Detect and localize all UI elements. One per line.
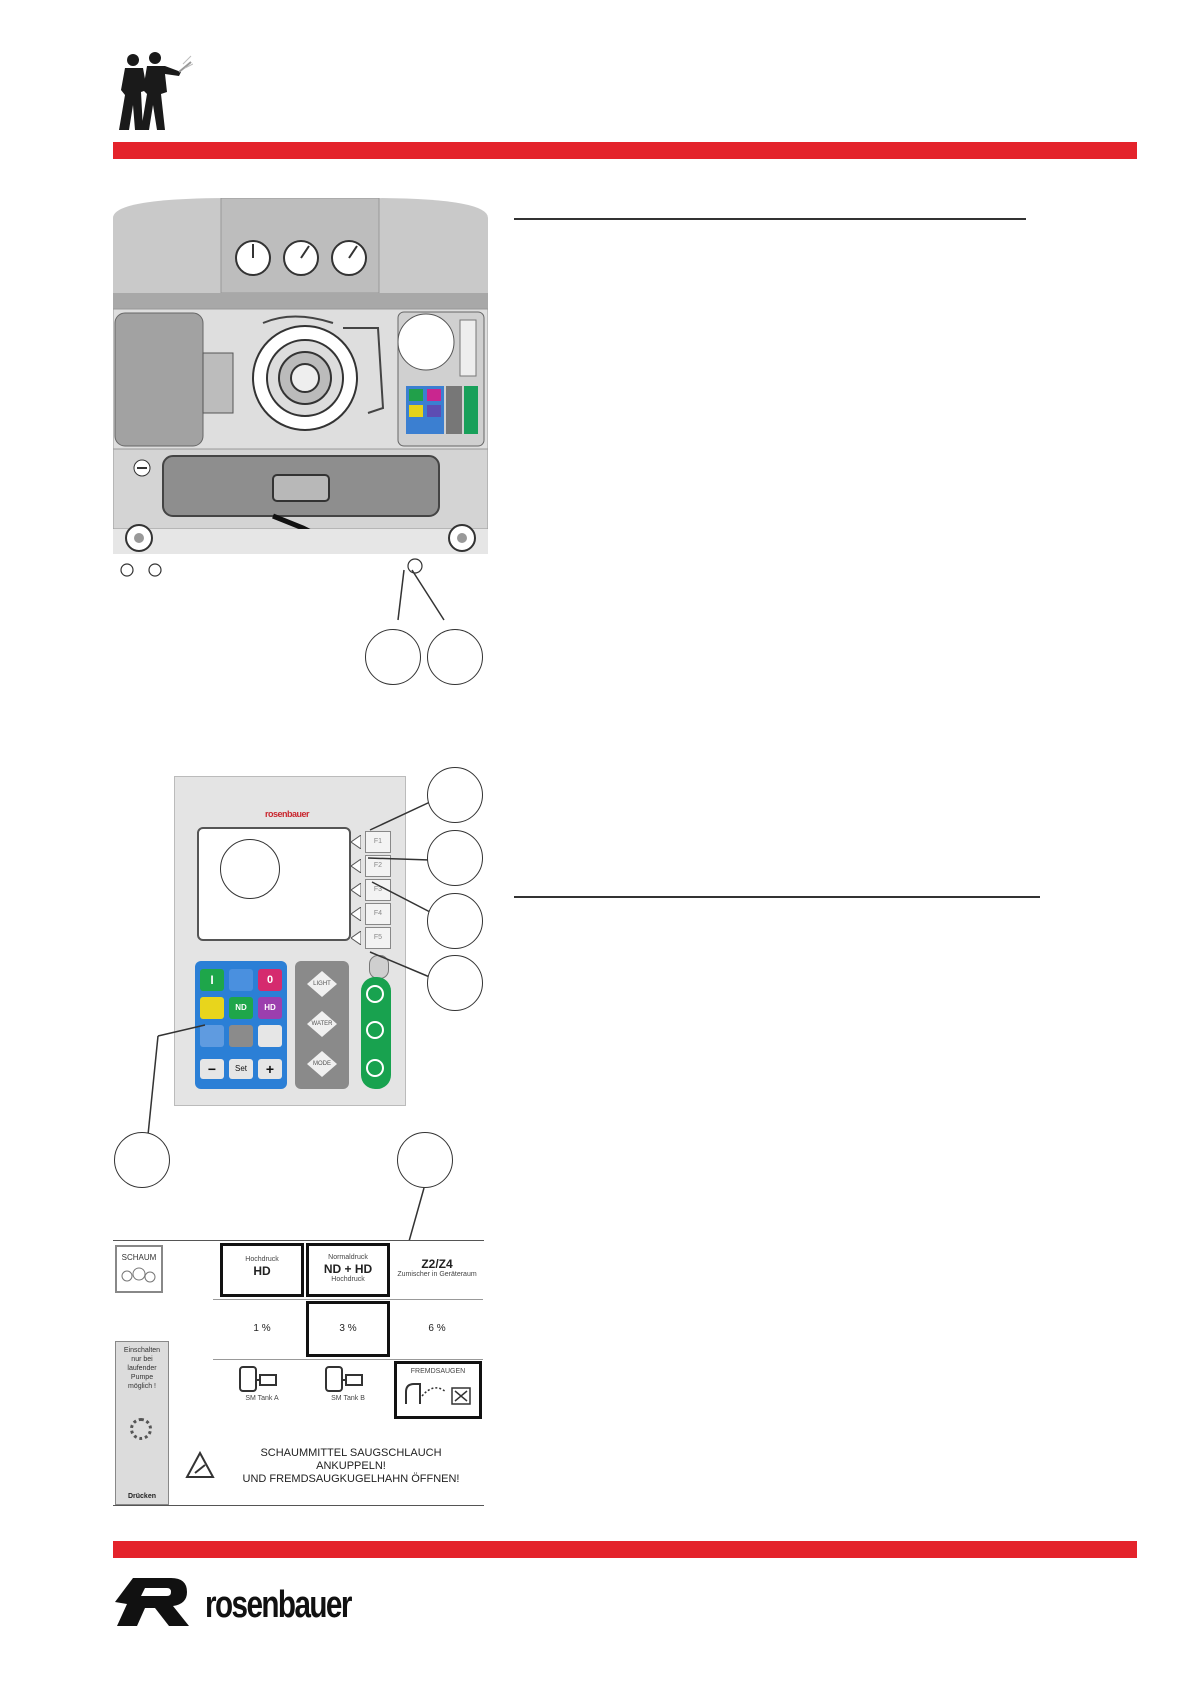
mode-z2z4-button[interactable]: Z2/Z4 Zumischer in Geräteraum <box>397 1257 477 1278</box>
side-note: Einschalten nur bei laufender Pumpe mögl… <box>123 1347 161 1390</box>
external-suction-button[interactable]: FREMDSAUGEN <box>394 1361 482 1419</box>
panel-callout-f3 <box>427 893 483 949</box>
side-key-arrow-2 <box>351 859 361 873</box>
rate-6pct-button[interactable]: 6 % <box>428 1323 446 1334</box>
panel-callout-lines <box>147 801 433 1136</box>
foam-screen: SCHAUM Einschalten nur bei laufender Pum… <box>113 1240 484 1506</box>
tank-b-button[interactable]: SM Tank B <box>306 1361 390 1417</box>
panel-callout-foam <box>114 1132 170 1188</box>
foam-key-minus[interactable]: − <box>200 1059 224 1079</box>
side-key-arrow-4 <box>351 907 361 921</box>
pump-callout-2 <box>427 629 483 685</box>
pump-unit-illustration <box>112 197 489 580</box>
foam-key-set[interactable]: Set <box>229 1059 253 1079</box>
foam-logo-tile: SCHAUM <box>115 1245 163 1293</box>
foam-logo-label: SCHAUM <box>121 1253 157 1262</box>
tank-icon <box>239 1366 277 1392</box>
foam-icon <box>121 1267 156 1283</box>
foam-key-plus[interactable]: + <box>258 1059 282 1079</box>
side-key-f3[interactable]: F3 <box>365 879 391 901</box>
screen-row-divider-1 <box>213 1299 483 1300</box>
header-red-bar <box>113 142 1137 159</box>
section-divider-top <box>514 218 1026 220</box>
panel-callout-f1 <box>427 767 483 823</box>
footer-brand: rosenbauer <box>205 1584 352 1626</box>
warning-icon <box>185 1451 215 1478</box>
section-divider-middle <box>514 896 1040 898</box>
side-key-arrow-1 <box>351 835 361 849</box>
rosenbauer-r-logo <box>113 1574 193 1630</box>
help-icon[interactable] <box>366 1021 384 1039</box>
warning-message: SCHAUMMITTEL SAUGSCHLAUCH ANKUPPELN! UND… <box>242 1447 460 1485</box>
side-key-f1[interactable]: F1 <box>365 831 391 853</box>
mode-hd-button[interactable]: Hochdruck HD <box>220 1243 304 1297</box>
panel-callout-f2 <box>427 830 483 886</box>
control-panel: rosenbauer F1 F2 F3 F4 F5 I 0 ND HD − Se… <box>174 776 406 1106</box>
suction-icon <box>405 1383 471 1405</box>
display-callout <box>220 839 280 899</box>
foam-key-foam[interactable] <box>200 997 224 1019</box>
footer-red-bar <box>113 1541 1137 1558</box>
foam-key-nozzle[interactable] <box>229 969 253 991</box>
firefighters-icon <box>113 50 194 135</box>
press-button[interactable]: Drücken <box>127 1493 156 1500</box>
mode-ndhd-button[interactable]: Normaldruck ND + HD Hochdruck <box>306 1243 390 1297</box>
side-key-arrow-3 <box>351 883 361 897</box>
green-keypad <box>361 977 391 1089</box>
foam-side-panel: Einschalten nur bei laufender Pumpe mögl… <box>115 1341 169 1505</box>
side-key-f5[interactable]: F5 <box>365 927 391 949</box>
foam-key-on[interactable]: I <box>200 969 224 991</box>
rate-1pct-button[interactable]: 1 % <box>253 1323 271 1334</box>
tank-a-button[interactable]: SM Tank A <box>220 1361 304 1417</box>
panel-brand-label: rosenbauer <box>265 809 310 819</box>
screen-row-divider-2 <box>213 1359 483 1360</box>
foam-keypad: I 0 ND HD − Set + <box>195 961 287 1089</box>
foam-key-flush[interactable] <box>200 1025 224 1047</box>
pump-callout-1 <box>365 629 421 685</box>
tank-icon <box>325 1366 363 1392</box>
foam-key-nd[interactable]: ND <box>229 997 253 1019</box>
foam-key-off[interactable]: 0 <box>258 969 282 991</box>
screen-callout <box>397 1132 453 1188</box>
pump-callout-lines <box>397 569 445 621</box>
gear-icon <box>130 1418 152 1440</box>
side-key-f2[interactable]: F2 <box>365 855 391 877</box>
foam-key-info[interactable] <box>258 1025 282 1047</box>
foam-key-blank[interactable] <box>229 1025 253 1047</box>
mode-keypad: LIGHT WATER MODE <box>295 961 349 1089</box>
clock-icon[interactable] <box>366 1059 384 1077</box>
side-key-arrow-5 <box>351 931 361 945</box>
foam-key-hd[interactable]: HD <box>258 997 282 1019</box>
side-key-f4[interactable]: F4 <box>365 903 391 925</box>
panel-callout-esc <box>427 955 483 1011</box>
rate-3pct-button[interactable]: 3 % <box>306 1301 390 1357</box>
info-icon[interactable] <box>366 985 384 1003</box>
